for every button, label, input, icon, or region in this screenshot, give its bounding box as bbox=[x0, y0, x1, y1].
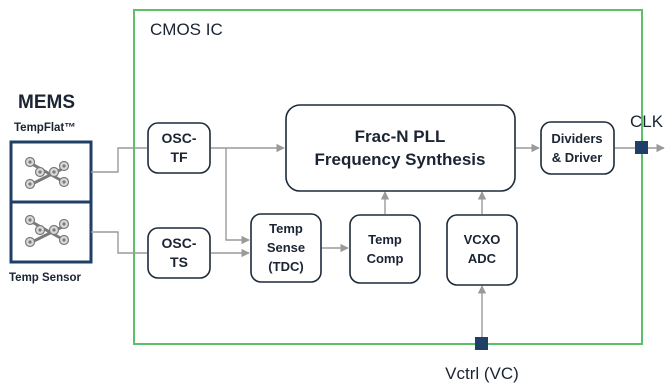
clk-label: CLK bbox=[630, 112, 664, 131]
vctrl-pin bbox=[475, 337, 488, 350]
osc-ts-line1: OSC- bbox=[162, 235, 197, 251]
temp-sense-block: Temp Sense (TDC) bbox=[250, 213, 322, 283]
osc-ts-line2: TS bbox=[170, 254, 188, 270]
pll-line1: Frac-N PLL bbox=[355, 127, 446, 146]
osc-tf-block: OSC- TF bbox=[147, 122, 211, 174]
arrow-osc-tf-to-temp-sense bbox=[225, 148, 250, 245]
mems-title: MEMS bbox=[18, 92, 75, 113]
wire-mems-to-osc-tf bbox=[91, 147, 147, 173]
resonator-icon bbox=[24, 156, 70, 190]
temp-comp-block: Temp Comp bbox=[349, 214, 421, 284]
temp-sense-line3: (TDC) bbox=[268, 259, 303, 274]
pll-line2: Frequency Synthesis bbox=[314, 150, 485, 169]
vctrl-label: Vctrl (VC) bbox=[445, 364, 519, 383]
mems-tempflat-label: TempFlat™ bbox=[14, 122, 76, 134]
cmos-ic-label: CMOS IC bbox=[150, 20, 223, 39]
vcxo-adc-line1: VCXO bbox=[464, 232, 501, 247]
osc-ts-block: OSC- TS bbox=[147, 227, 211, 279]
wire-mems-to-osc-ts bbox=[91, 231, 147, 254]
dividers-line1: Dividers bbox=[551, 131, 602, 146]
temp-comp-line1: Temp bbox=[368, 232, 402, 247]
mems-tempsensor-label: Temp Sensor bbox=[9, 272, 82, 284]
clk-pin bbox=[635, 141, 648, 154]
dividers-driver-block: Dividers & Driver bbox=[540, 121, 615, 175]
osc-tf-line2: TF bbox=[170, 149, 188, 165]
temp-sense-line1: Temp bbox=[269, 221, 303, 236]
temp-comp-line2: Comp bbox=[367, 251, 404, 266]
vcxo-adc-line2: ADC bbox=[468, 251, 497, 266]
resonator-icon bbox=[24, 214, 70, 248]
dividers-line2: & Driver bbox=[552, 150, 603, 165]
pll-block: Frac-N PLL Frequency Synthesis bbox=[285, 104, 516, 192]
cmos-ic-boundary bbox=[133, 9, 643, 345]
connectors bbox=[91, 143, 665, 340]
vcxo-adc-block: VCXO ADC bbox=[446, 214, 518, 286]
temp-sense-line2: Sense bbox=[267, 240, 305, 255]
osc-tf-line1: OSC- bbox=[162, 130, 197, 146]
